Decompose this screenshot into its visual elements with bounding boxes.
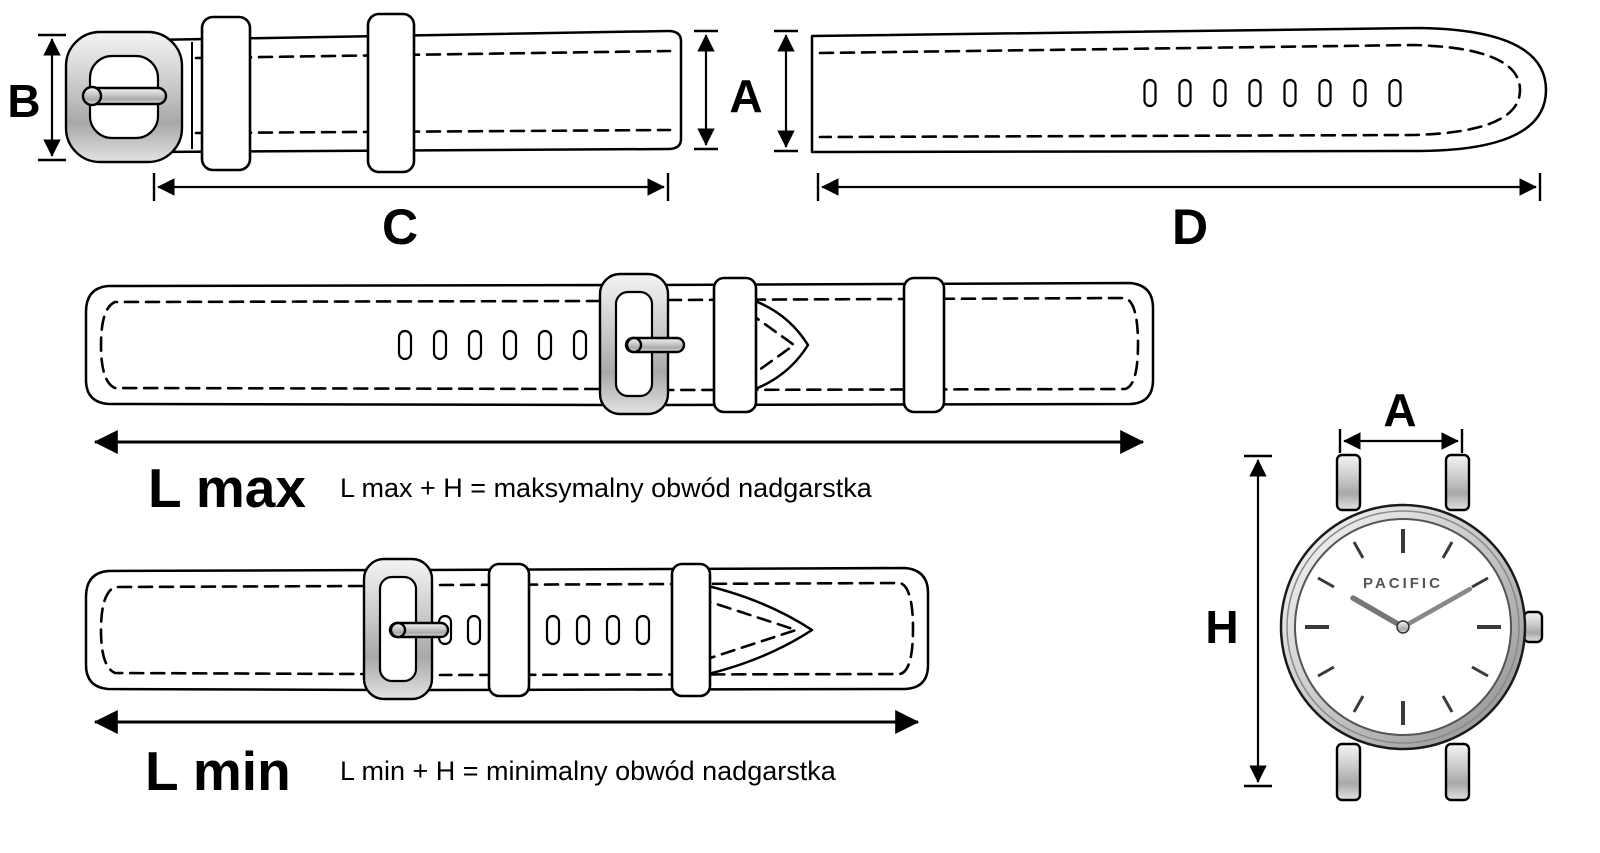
stitch-left-half: [99, 299, 602, 391]
watch-diagram: PACIFIC: [1279, 453, 1544, 802]
lug-bottom-right: [1444, 742, 1471, 802]
label-h: H: [1205, 601, 1238, 653]
measure-d: D: [816, 173, 1542, 255]
strap-left-half: [84, 283, 614, 407]
strap-lmin-diagram: [84, 557, 930, 701]
strap-body: [148, 29, 683, 154]
label-c: C: [382, 199, 418, 255]
watch-crown: [1522, 610, 1544, 644]
strap-hole-side-diagram: [810, 26, 1548, 154]
watch-hands: [1350, 586, 1473, 630]
stitch-bottom: [194, 128, 672, 135]
lug-top-right: [1444, 453, 1471, 512]
strap-left-half: [84, 568, 380, 692]
strap-lmax-diagram: [84, 272, 1155, 416]
measure-a-watch: A: [1338, 384, 1464, 453]
minute-hand: [1400, 586, 1473, 630]
strap-buckle-side-diagram: [64, 12, 683, 174]
stitch-top: [194, 49, 672, 60]
measure-c: C: [152, 173, 670, 255]
label-a-straps: A: [729, 70, 762, 122]
lug-top-left: [1335, 453, 1362, 512]
stitch-right-half: [438, 581, 915, 677]
stitch-left-half: [99, 584, 364, 676]
label-d: D: [1172, 199, 1208, 255]
label-lmax: L max: [148, 457, 306, 519]
measure-b: B: [7, 33, 66, 162]
watch-center-dot: [1396, 620, 1410, 634]
strap-stitch: [818, 43, 1522, 139]
strap-keeper-1: [712, 276, 758, 414]
watch-lugs: [1335, 453, 1471, 802]
lmax-formula: L max + H = maksymalny obwód nadgarstka: [340, 473, 873, 503]
measure-h: H: [1205, 454, 1272, 788]
buckle-pivot: [389, 621, 407, 639]
buckle-pivot: [81, 85, 103, 107]
label-b: B: [7, 75, 40, 127]
strap-keeper-2: [902, 276, 946, 414]
watch-hour-markers: [1305, 529, 1501, 725]
lug-bottom-left: [1335, 742, 1362, 802]
strap-holes: [1143, 78, 1402, 108]
strap-keeper-sliding: [366, 12, 416, 174]
hour-hand: [1350, 595, 1406, 630]
watch-brand: PACIFIC: [1363, 575, 1443, 592]
measure-lmax: L max L max + H = maksymalny obwód nadga…: [93, 430, 1145, 519]
watch-bezel-step: [1286, 510, 1520, 744]
strap-tip-stitch: [746, 310, 797, 380]
strap-keeper-2: [670, 562, 712, 698]
strap-tip-stitch: [696, 596, 801, 664]
label-lmin: L min: [145, 740, 291, 802]
strap-holes: [397, 329, 588, 361]
stitch-right-half: [666, 296, 1140, 392]
strap-keeper-1: [487, 562, 531, 698]
buckle-pivot: [625, 336, 643, 354]
label-a-watch: A: [1383, 384, 1416, 436]
lmin-formula: L min + H = minimalny obwód nadgarstka: [340, 756, 837, 786]
measure-a-straps: A: [694, 29, 798, 153]
measure-lmin: L min L min + H = minimalny obwód nadgar…: [93, 710, 920, 802]
strap-keeper-fixed: [200, 15, 252, 172]
